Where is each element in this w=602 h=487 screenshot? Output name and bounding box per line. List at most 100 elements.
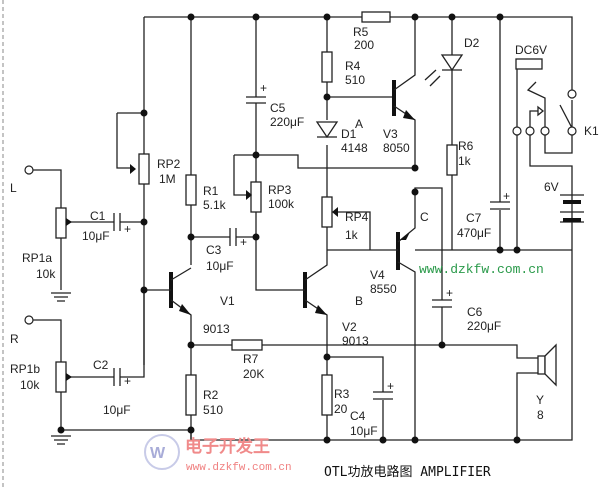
svg-text:220μF: 220μF: [270, 115, 304, 129]
diagram-title: OTL功放电路图 AMPLIFIER: [324, 464, 491, 480]
svg-text:V3: V3: [383, 127, 398, 141]
watermark-logo-url: www.dzkfw.com.cn: [186, 462, 292, 474]
rp2-wiper-icon: [130, 164, 136, 174]
input-right-label: R: [10, 332, 19, 346]
svg-text:RP3: RP3: [268, 183, 292, 197]
svg-text:+: +: [124, 374, 131, 388]
r2-resistor: [185, 374, 197, 416]
svg-text:+: +: [387, 379, 394, 393]
junction-dots: [57, 13, 521, 444]
svg-text:8: 8: [537, 408, 544, 422]
r7-resistor: [231, 339, 263, 351]
relay-coil: [515, 58, 543, 70]
rp4-wiper-icon: [332, 207, 338, 217]
plus-label: +: [260, 81, 267, 95]
rp2-wire: [116, 17, 145, 365]
svg-text:Y: Y: [536, 393, 544, 407]
watermark-logo: W: [144, 434, 180, 470]
svg-text:200: 200: [354, 38, 374, 52]
svg-text:R3: R3: [334, 387, 350, 401]
svg-text:10k: 10k: [36, 267, 56, 281]
r3-resistor: [321, 374, 333, 416]
speaker-icon: [537, 355, 546, 375]
rp3-wiper-icon: [246, 190, 252, 200]
svg-text:D2: D2: [464, 36, 480, 50]
watermark-cn: 电子开发王: [185, 436, 270, 457]
svg-text:+: +: [124, 222, 131, 236]
svg-text:R4: R4: [345, 59, 361, 73]
r4-resistor: [321, 51, 333, 83]
svg-text:10k: 10k: [20, 378, 40, 392]
relay-switch: [559, 100, 573, 129]
rp1b-pot: [55, 361, 67, 393]
svg-text:R1: R1: [203, 184, 219, 198]
svg-text:1k: 1k: [345, 228, 359, 242]
svg-text:V1: V1: [220, 294, 235, 308]
svg-text:R2: R2: [203, 388, 219, 402]
svg-text:C4: C4: [350, 409, 366, 423]
svg-text:C7: C7: [466, 211, 482, 225]
svg-text:+: +: [503, 189, 510, 203]
svg-text:C: C: [420, 210, 429, 224]
svg-text:V2: V2: [342, 320, 357, 334]
svg-text:RP1b: RP1b: [10, 362, 40, 376]
ground-rail: [61, 250, 573, 441]
svg-text:B: B: [355, 294, 363, 308]
ground-icon: [51, 435, 71, 445]
svg-text:K1: K1: [584, 124, 599, 138]
svg-text:+: +: [240, 235, 247, 249]
svg-text:20: 20: [334, 402, 348, 416]
svg-text:10μF: 10μF: [103, 403, 131, 417]
r6-resistor: [446, 144, 458, 176]
svg-text:20K: 20K: [243, 367, 264, 381]
svg-text:C3: C3: [206, 243, 222, 257]
svg-text:D1: D1: [341, 127, 357, 141]
svg-text:RP1a: RP1a: [22, 251, 52, 265]
svg-text:10μF: 10μF: [206, 259, 234, 273]
svg-text:510: 510: [345, 73, 365, 87]
labels: L R RP1a 10k RP1b 10k RP2 1M C1 10μF C2 …: [10, 25, 599, 438]
c5-rp3-wire: [233, 17, 257, 237]
svg-text:4148: 4148: [341, 141, 368, 155]
svg-text:10μF: 10μF: [82, 229, 110, 243]
svg-text:10μF: 10μF: [350, 424, 378, 438]
svg-text:V4: V4: [370, 268, 385, 282]
rp4-pot: [321, 196, 333, 228]
svg-text:C1: C1: [90, 209, 106, 223]
svg-text:8050: 8050: [383, 141, 410, 155]
svg-text:A: A: [355, 117, 363, 131]
d1-diode-icon: [315, 121, 339, 139]
svg-text:W: W: [150, 445, 166, 462]
svg-text:100k: 100k: [268, 197, 295, 211]
svg-text:R7: R7: [243, 352, 259, 366]
rp3-pot: [250, 181, 262, 213]
rp1a-pot: [55, 207, 67, 239]
feedback-wire: [256, 154, 415, 169]
svg-text:C6: C6: [467, 305, 483, 319]
r5-resistor: [361, 11, 391, 23]
svg-text:470μF: 470μF: [457, 226, 491, 240]
input-left-label: L: [10, 181, 17, 195]
relay-wire: [516, 69, 573, 250]
svg-text:DC6V: DC6V: [515, 43, 547, 57]
svg-text:8550: 8550: [370, 282, 397, 296]
d2-led-icon: [440, 54, 464, 72]
svg-text:6V: 6V: [544, 180, 559, 194]
led-rays-icon: [424, 69, 441, 87]
watermark-url: www.dzkfw.com.cn: [419, 262, 544, 277]
ground-icon: [51, 292, 71, 302]
svg-text:RP2: RP2: [157, 157, 181, 171]
svg-text:9013: 9013: [203, 322, 230, 336]
svg-text:RP4: RP4: [345, 210, 369, 224]
svg-text:C5: C5: [270, 101, 286, 115]
svg-text:R6: R6: [458, 139, 474, 153]
svg-text:C2: C2: [93, 358, 109, 372]
svg-text:1k: 1k: [458, 154, 472, 168]
svg-text:1M: 1M: [159, 172, 176, 186]
rp2-pot: [138, 153, 150, 185]
rp4-wiper-wire: [338, 211, 371, 250]
svg-text:5.1k: 5.1k: [203, 198, 227, 212]
svg-text:9013: 9013: [342, 334, 369, 348]
svg-text:510: 510: [203, 403, 223, 417]
